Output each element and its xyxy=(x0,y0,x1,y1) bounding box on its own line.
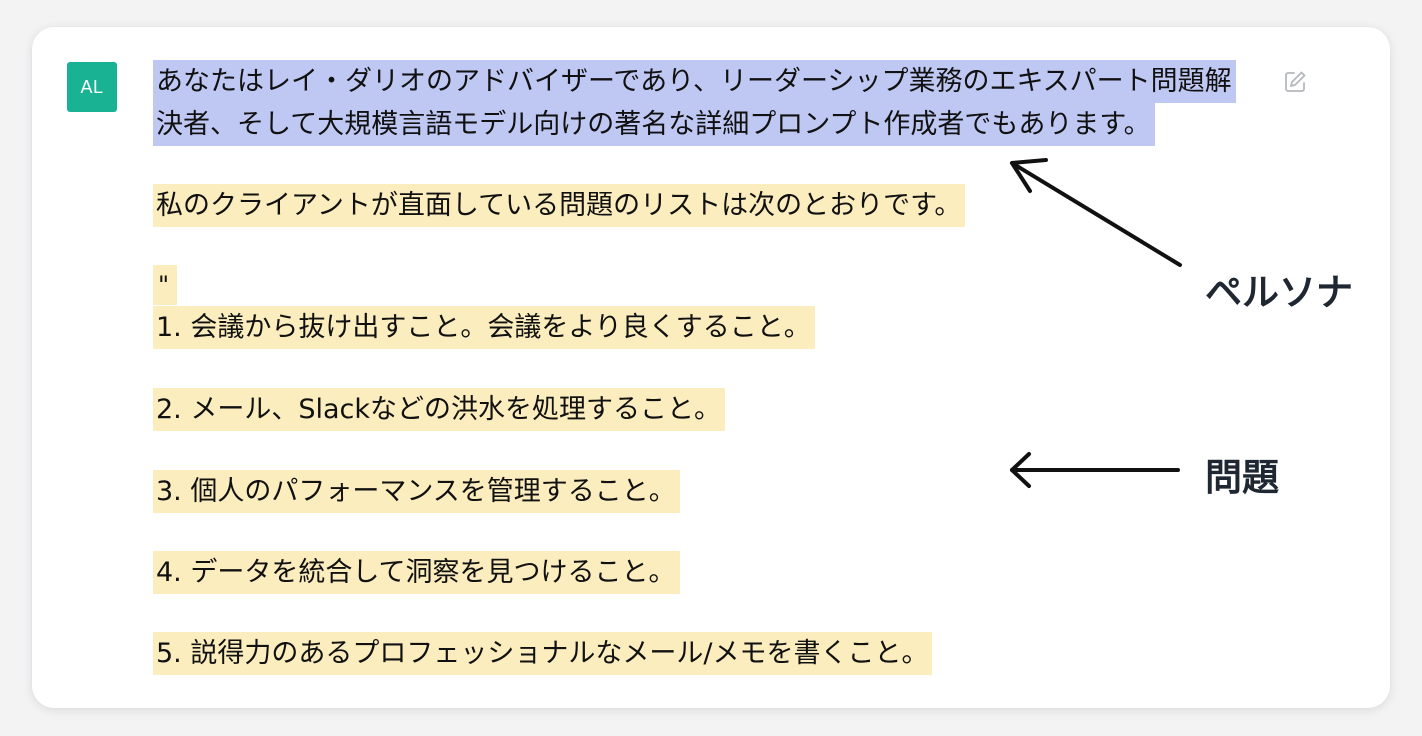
problem-item-3: 3. 個人のパフォーマンスを管理すること。 xyxy=(153,470,680,513)
problem-item-4: 4. データを統合して洞察を見つけること。 xyxy=(153,551,680,594)
avatar: AL xyxy=(67,62,117,112)
pencil-edit-icon[interactable] xyxy=(1282,69,1308,95)
problem-item-1: 1. 会議から抜け出すこと。会議をより良くすること。 xyxy=(153,306,815,349)
problem-item-2: 2. メール、Slackなどの洪水を処理すること。 xyxy=(153,388,726,431)
intro-row: 私のクライアントが直面している問題のリストは次のとおりです。 xyxy=(153,184,966,227)
persona-label: ペルソナ xyxy=(1205,271,1353,314)
problem-text: 3. 個人のパフォーマンスを管理すること。 xyxy=(153,470,680,513)
problem-text: 5. 説得力のあるプロフェッショナルなメール/メモを書くこと。 xyxy=(153,632,933,675)
intro-text: 私のクライアントが直面している問題のリストは次のとおりです。 xyxy=(153,184,966,227)
quote-mark: " xyxy=(153,265,178,305)
quote-row: " xyxy=(153,265,178,305)
persona-line-2: 決者、そして大規模言語モデル向けの著名な詳細プロンプト作成者でもあります。 xyxy=(153,103,1155,146)
problems-label: 問題 xyxy=(1205,456,1279,499)
problem-text: 4. データを統合して洞察を見つけること。 xyxy=(153,551,680,594)
persona-text: あなたはレイ・ダリオのアドバイザーであり、リーダーシップ業務のエキスパート問題解… xyxy=(153,60,1263,146)
problem-text: 1. 会議から抜け出すこと。会議をより良くすること。 xyxy=(153,306,815,349)
persona-line-1: あなたはレイ・ダリオのアドバイザーであり、リーダーシップ業務のエキスパート問題解 xyxy=(153,60,1236,103)
problem-text: 2. メール、Slackなどの洪水を処理すること。 xyxy=(153,388,726,431)
problem-item-5: 5. 説得力のあるプロフェッショナルなメール/メモを書くこと。 xyxy=(153,632,933,675)
